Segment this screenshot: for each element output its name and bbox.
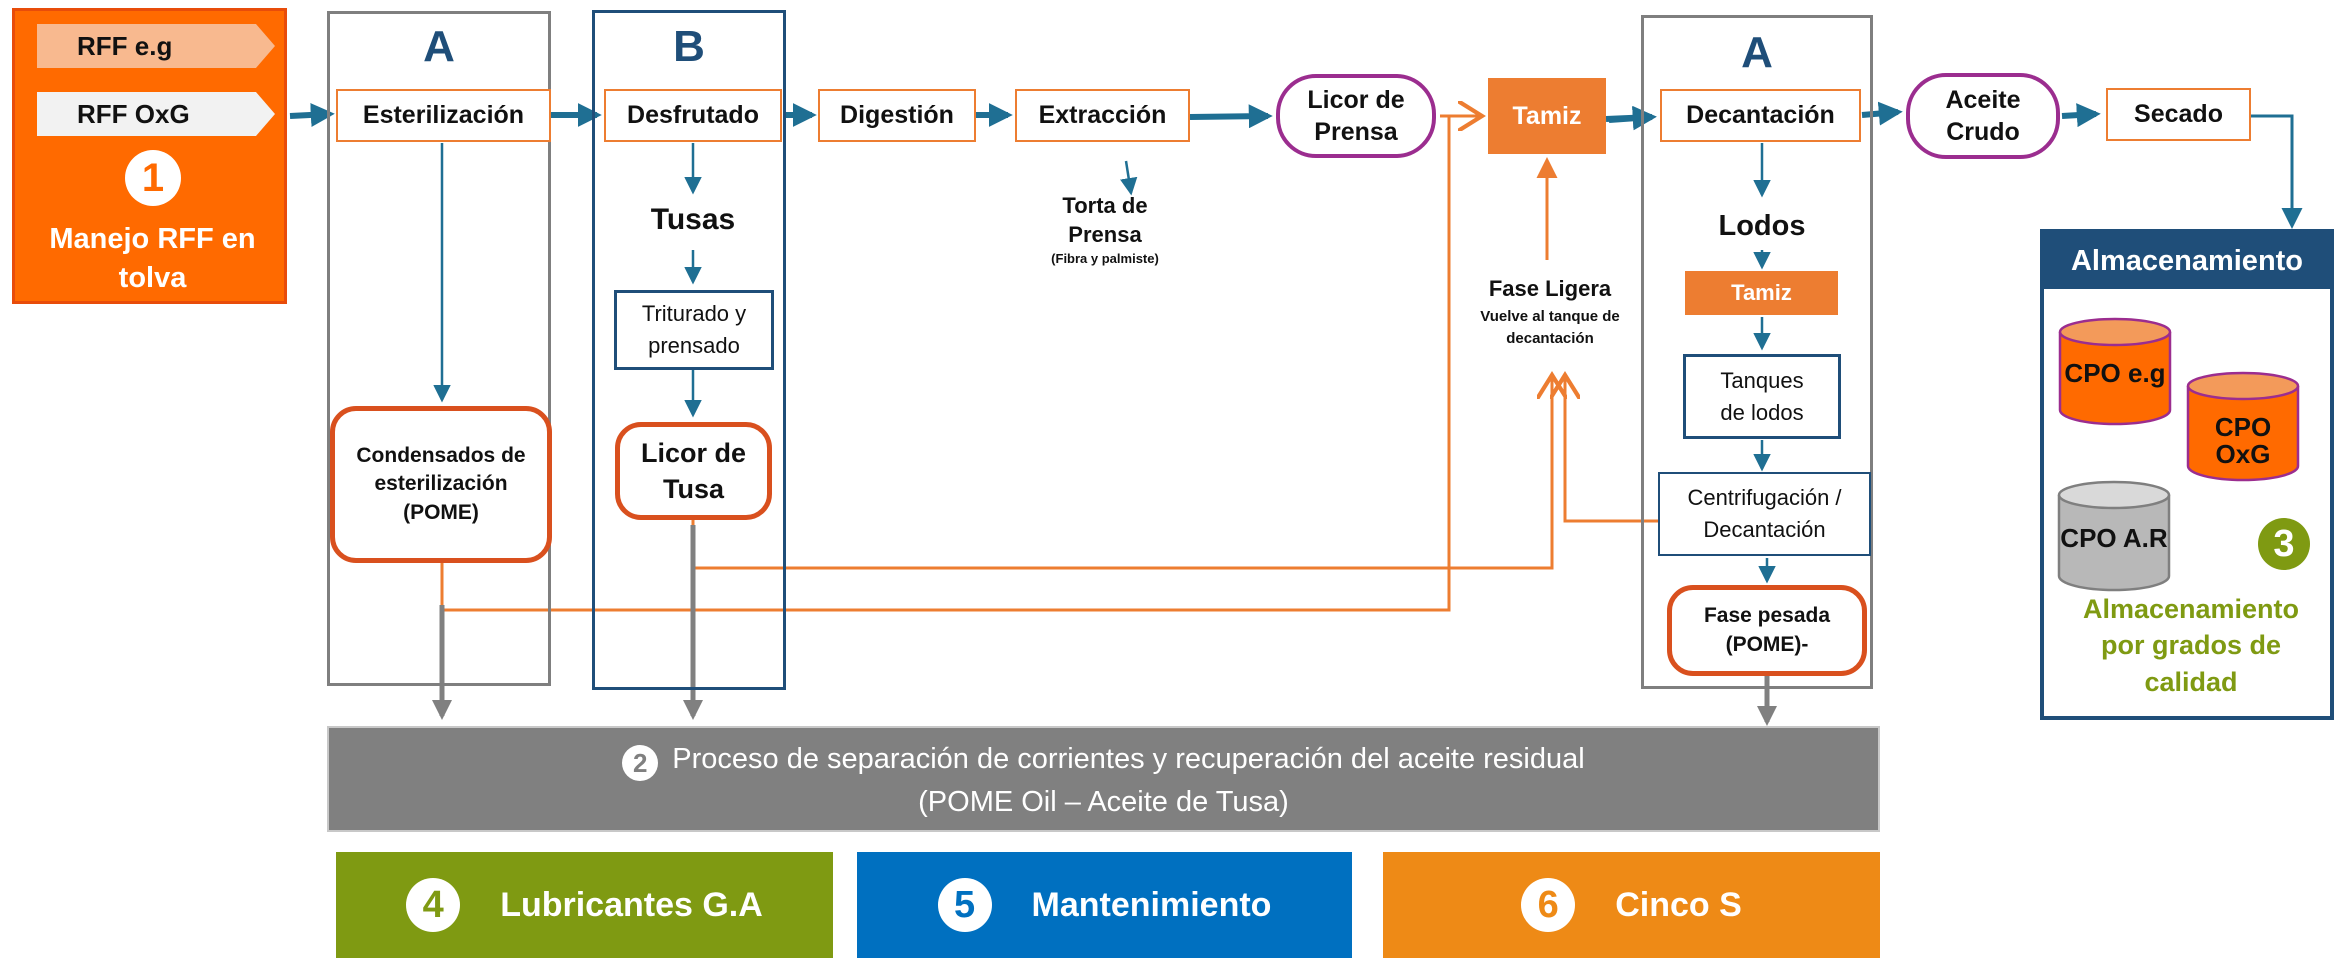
condensados-box: Condensados de esterilización (POME) xyxy=(330,406,552,563)
separation-line-1: 2 Proceso de separación de corrientes y r… xyxy=(329,738,1878,781)
tank-ar-label: CPO A.R xyxy=(2060,523,2168,553)
tank-cpo-ar: CPO A.R xyxy=(2057,479,2171,594)
drain-arrows xyxy=(432,525,1777,726)
torta-prensa-label: Torta de Prensa xyxy=(1062,193,1148,247)
licor-prensa-pill: Licor de Prensa xyxy=(1276,74,1436,158)
storage-panel: Almacenamiento CPO e.g CPO OxG CPO A.R 3… xyxy=(2040,229,2334,720)
fase-ligera-sub: Vuelve al tanque de decantación xyxy=(1480,308,1620,347)
step-1-badge: 1 xyxy=(125,150,181,206)
digestion-box: Digestión xyxy=(818,89,976,142)
fase-ligera-label: Fase Ligera xyxy=(1488,276,1612,301)
lubricantes-panel: 4 Lubricantes G.A xyxy=(336,852,833,958)
intake-label: Manejo RFF en tolva xyxy=(49,223,256,295)
storage-caption: Almacenamiento por grados de calidad xyxy=(2082,594,2300,697)
secado-box: Secado xyxy=(2106,88,2251,141)
torta-prensa-sub: (Fibra y palmiste) xyxy=(1051,251,1159,266)
group-b xyxy=(592,10,786,690)
group-b-label: B xyxy=(673,22,705,71)
tank-cpo-oxg: CPO OxG xyxy=(2186,370,2300,484)
centrifugacion-box: Centrifugación / Decantación xyxy=(1658,472,1871,556)
mantenimiento-panel: 5 Mantenimiento xyxy=(857,852,1352,958)
tank-oxg-label: CPO OxG xyxy=(2214,412,2272,470)
group-a-left xyxy=(327,11,551,686)
intake-panel: RFF e.g RFF OxG 1 Manejo RFF en tolva xyxy=(12,8,287,304)
decantacion-box: Decantación xyxy=(1660,89,1861,142)
step-5-badge: 5 xyxy=(937,878,992,932)
tusas-label: Tusas xyxy=(650,203,736,236)
separation-subtitle: (POME Oil – Aceite de Tusa) xyxy=(918,786,1289,818)
tank-oxg-icon xyxy=(2186,371,2300,482)
extraccion-box: Extracción xyxy=(1015,89,1190,142)
step-3-badge: 3 xyxy=(2258,518,2310,570)
tank-ar-icon xyxy=(2057,480,2171,592)
rff-eg-tag: RFF e.g xyxy=(37,24,275,68)
tank-eg-label: CPO e.g xyxy=(2064,358,2166,388)
licor-tusa-box: Licor de Tusa xyxy=(615,422,772,520)
tamiz-box: Tamiz xyxy=(1488,78,1606,154)
tanques-lodos-box: Tanques de lodos xyxy=(1683,354,1841,439)
secondary-flow-arrows xyxy=(433,143,1776,584)
separation-process-bar: 2 Proceso de separación de corrientes y r… xyxy=(327,726,1880,832)
tamiz-lodos-box: Tamiz xyxy=(1685,271,1838,315)
group-a-right-label: A xyxy=(1741,28,1773,77)
cinco-s-label: Cinco S xyxy=(1615,885,1742,924)
tank-cpo-eg: CPO e.g xyxy=(2058,316,2172,428)
lodos-label: Lodos xyxy=(1718,210,1806,242)
tank-eg-icon xyxy=(2058,317,2172,426)
mantenimiento-label: Mantenimiento xyxy=(1031,885,1272,924)
triturado-box: Triturado y prensado xyxy=(614,290,774,370)
step-4-badge: 4 xyxy=(406,878,461,932)
aceite-crudo-pill: Aceite Crudo xyxy=(1906,73,2060,159)
rff-eg-label: RFF e.g xyxy=(77,30,173,61)
group-a-right xyxy=(1641,15,1873,689)
storage-title: Almacenamiento xyxy=(2044,233,2330,289)
desfrutado-box: Desfrutado xyxy=(604,89,782,142)
lubricantes-label: Lubricantes G.A xyxy=(500,885,763,924)
fase-pesada-box: Fase pesada (POME)- xyxy=(1667,585,1867,676)
step-2-badge: 2 xyxy=(622,745,659,781)
rff-oxg-label: RFF OxG xyxy=(77,98,190,129)
separation-title: Proceso de separación de corrientes y re… xyxy=(672,743,1585,775)
rff-oxg-tag: RFF OxG xyxy=(37,92,275,136)
group-a-left-label: A xyxy=(423,22,455,71)
step-6-badge: 6 xyxy=(1521,878,1576,932)
esterilizacion-box: Esterilización xyxy=(336,89,551,142)
cinco-s-panel: 6 Cinco S xyxy=(1383,852,1880,958)
